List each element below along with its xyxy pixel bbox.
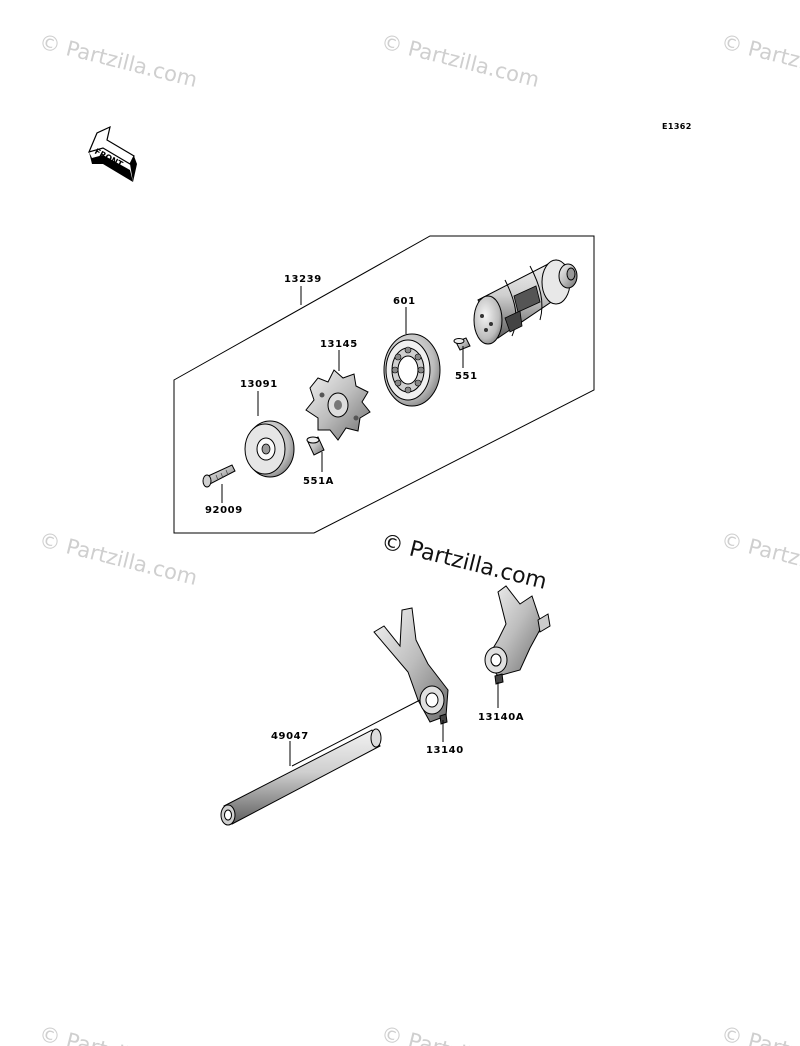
label-92009: 92009 [205, 505, 243, 516]
label-49047: 49047 [271, 731, 309, 742]
watermark-bottom-center: © Partzilla.com [379, 1022, 542, 1046]
part-13140A [484, 585, 551, 685]
part-92009 [202, 464, 236, 488]
part-49047 [220, 728, 382, 826]
watermark-mid-left: © Partzilla.com [37, 528, 200, 590]
part-labels: 13239 601 13145 551 13091 551A 92009 490… [205, 274, 524, 756]
leader-lines [221, 286, 499, 767]
watermark-group: © Partzilla.com © Partzilla.com © Partzi… [37, 30, 800, 1046]
watermark-top-left: © Partzilla.com [37, 30, 200, 92]
label-13145: 13145 [320, 339, 358, 350]
label-551: 551 [455, 371, 478, 382]
part-551A [306, 436, 325, 456]
part-601 [383, 333, 441, 407]
part-13145 [305, 369, 371, 441]
watermark-mid-right: © Partzilla.com [719, 528, 800, 590]
watermark-top-center: © Partzilla.com [379, 30, 542, 92]
label-601: 601 [393, 296, 416, 307]
front-arrow-icon: FRONT [87, 125, 137, 182]
watermark-top-right: © Partzilla.com [719, 30, 800, 92]
diagram-code: E1362 [662, 122, 692, 131]
part-13140 [373, 607, 449, 725]
watermark-bottom-left: © Partzilla.com [37, 1022, 200, 1046]
watermark-center: © Partzilla.com [379, 530, 550, 595]
label-13091: 13091 [240, 379, 278, 390]
label-13239: 13239 [284, 274, 322, 285]
label-13140: 13140 [426, 745, 464, 756]
label-13140A: 13140A [478, 712, 524, 723]
label-551A: 551A [303, 476, 334, 487]
part-13091 [244, 420, 295, 478]
part-551 [453, 337, 471, 351]
assembly-bracket [173, 235, 595, 534]
shift-drum [473, 259, 578, 345]
watermark-bottom-right: © Partzilla.com [719, 1022, 800, 1046]
